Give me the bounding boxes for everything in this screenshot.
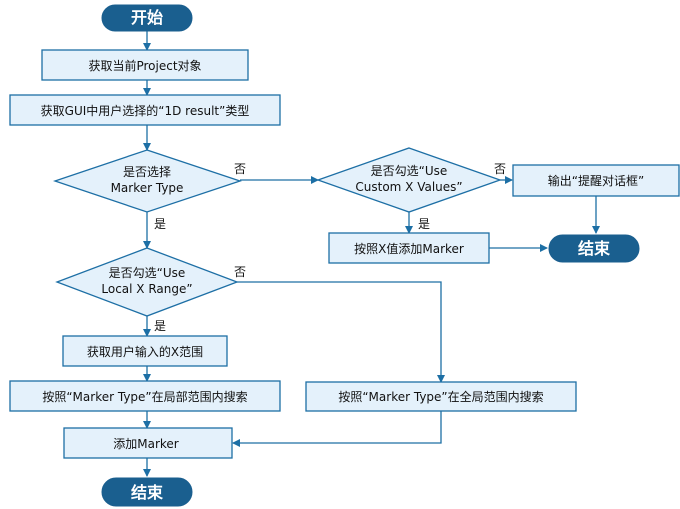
get-result-type-label: 获取GUI中用户选择的“1D result”类型 [41, 103, 250, 118]
edge-global-search-to-add [232, 411, 442, 447]
end-bottom-node: 结束 [101, 477, 193, 507]
decision-custom-x-line1: 是否勾选“Use [371, 164, 448, 178]
edge-labels: 否 否 是 是 否 是 [154, 162, 506, 333]
decision-local-x-line2: Local X Range” [101, 282, 192, 296]
search-global-node: 按照“Marker Type”在全局范围内搜索 [305, 381, 577, 412]
label-yes-marker-type: 是 [154, 217, 166, 231]
label-no-local-x: 否 [234, 265, 246, 279]
decision-marker-type: 是否选择 Marker Type [52, 149, 243, 213]
edge-local-x-no [237, 281, 445, 383]
decision-local-x: 是否勾选“Use Local X Range” [55, 247, 239, 317]
edges [143, 31, 600, 477]
search-local-node: 按照“Marker Type”在局部范围内搜索 [9, 380, 281, 412]
get-x-range-node: 获取用户输入的X范围 [62, 335, 228, 367]
label-yes-custom-x: 是 [418, 217, 430, 231]
end-right-node: 结束 [548, 234, 640, 263]
output-dialog-node: 输出“提醒对话框” [512, 164, 680, 197]
label-no-custom-x: 否 [494, 162, 506, 176]
get-x-range-label: 获取用户输入的X范围 [87, 344, 203, 359]
decision-custom-x-line2: Custom X Values” [355, 180, 462, 194]
get-project-node: 获取当前Project对象 [41, 49, 249, 81]
start-label: 开始 [131, 8, 163, 27]
decision-custom-x: 是否勾选“Use Custom X Values” [316, 147, 502, 213]
get-result-type-node: 获取GUI中用户选择的“1D result”类型 [9, 94, 281, 126]
add-marker-by-x-node: 按照X值添加Marker [328, 232, 490, 264]
decision-marker-type-line1: 是否选择 [123, 165, 171, 179]
decision-local-x-line1: 是否勾选“Use [109, 266, 186, 280]
decision-marker-type-line2: Marker Type [111, 181, 184, 195]
add-marker-by-x-label: 按照X值添加Marker [354, 241, 464, 256]
start-node: 开始 [101, 4, 193, 32]
label-no-marker-type: 否 [234, 162, 246, 176]
search-local-label: 按照“Marker Type”在局部范围内搜索 [42, 389, 247, 404]
output-dialog-label: 输出“提醒对话框” [548, 173, 644, 188]
add-marker-label: 添加Marker [113, 437, 179, 451]
get-project-label: 获取当前Project对象 [88, 58, 201, 73]
add-marker-node: 添加Marker [63, 427, 233, 459]
end-right-label: 结束 [577, 239, 611, 258]
label-yes-local-x: 是 [154, 319, 166, 333]
search-global-label: 按照“Marker Type”在全局范围内搜索 [338, 389, 543, 404]
end-bottom-label: 结束 [130, 483, 164, 502]
